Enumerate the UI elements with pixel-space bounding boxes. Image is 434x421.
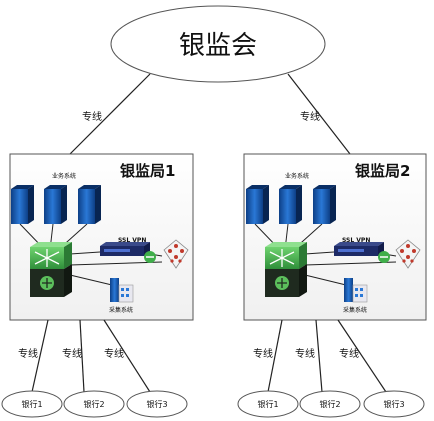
server-icon [279,185,302,224]
bank-node [363,390,425,418]
firewall-icon [395,239,421,269]
bank-line-label: 专线 [104,347,124,360]
bank-label: 银行3 [146,399,167,409]
link [69,274,113,286]
region-2-title: 银监局2 [355,162,410,180]
core-switch-icon [265,242,307,297]
cbrc-label: 银监会 [179,31,257,61]
router-icon [100,242,156,263]
server-icon [44,185,67,224]
bank-label: 银行2 [319,399,340,409]
bank-node [1,390,63,418]
bank-line-label: 专线 [62,347,82,360]
region-2-business-label: 业务系统 [285,172,309,180]
bank-link [267,319,283,393]
bank-line-label: 专线 [339,347,359,360]
region-2-vpn-label: SSL VPN [342,237,370,244]
link [69,261,163,266]
core-switch-icon [30,242,72,297]
bank-label: 银行1 [21,399,42,409]
region-1-business-label: 业务系统 [52,172,76,180]
cbrc-ellipse [110,5,326,83]
region-2: 银监局2 业务系统 [243,153,427,321]
bank-link [79,319,85,393]
region-1-vpn-label: SSL VPN [118,237,146,244]
bank-label: 银行1 [257,399,278,409]
server-icon [313,185,336,224]
bank-line-label: 专线 [18,347,38,360]
link [304,251,335,255]
link [304,261,397,266]
bank-line-label: 专线 [253,347,273,360]
bank-link [315,319,323,393]
bank-label: 银行2 [83,399,104,409]
line-top-right [287,73,351,155]
server-icon [78,185,101,224]
bank-node [299,390,361,418]
collector-server-icon [344,278,368,303]
region-2-collect-label: 采集系统 [343,306,367,314]
region-1: 银监局1 业务系统 [9,153,194,321]
bank-link [31,319,49,393]
firewall-icon [163,239,189,269]
bank-node [63,390,125,418]
bank-label: 银行3 [383,399,404,409]
region-1-title: 银监局1 [120,162,175,180]
line-label-top-right: 专线 [300,110,320,123]
link [69,251,101,255]
region-1-collect-label: 采集系统 [109,306,133,314]
bank-link [103,319,151,393]
bank-node [126,390,188,418]
collector-server-icon [110,278,134,303]
router-icon [334,242,390,263]
server-icon [246,185,269,224]
link [304,274,347,286]
line-top-left [69,73,151,155]
server-icon [11,185,34,224]
bank-node [237,390,299,418]
bank-line-label: 专线 [295,347,315,360]
line-label-top-left: 专线 [82,110,102,123]
bank-link [337,319,387,393]
